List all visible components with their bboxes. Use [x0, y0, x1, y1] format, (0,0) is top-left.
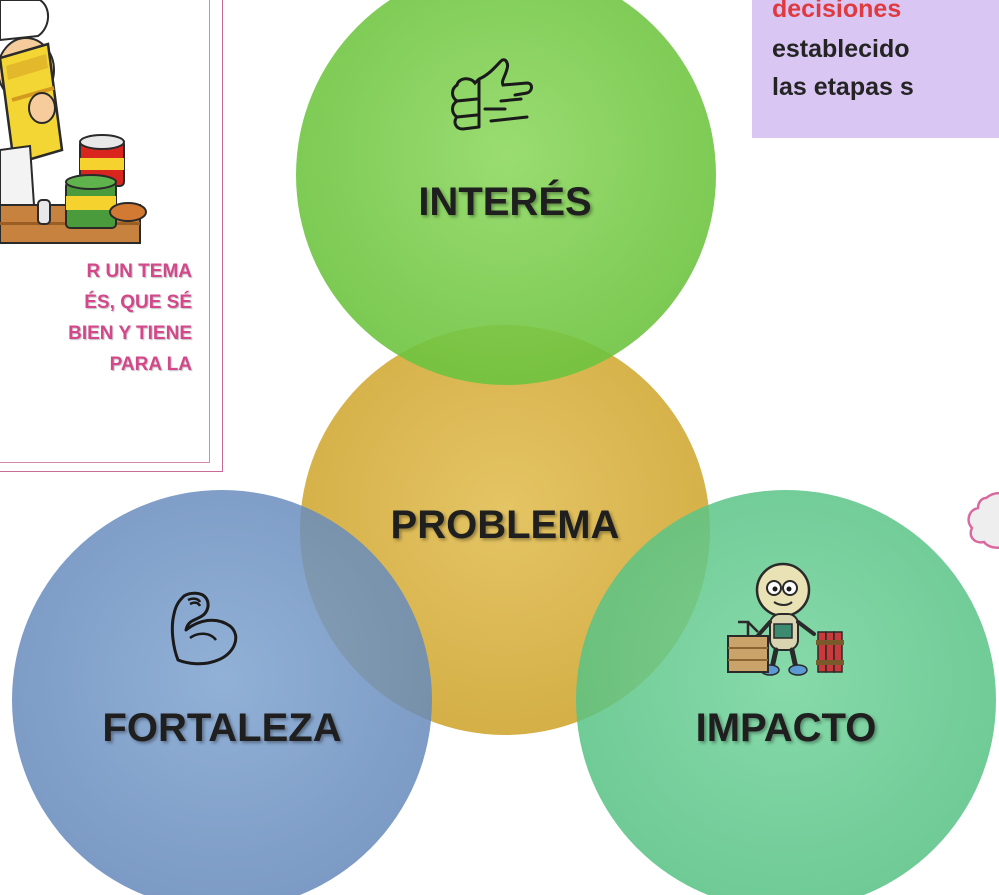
flexed-arm-icon: [170, 591, 238, 666]
purple-text-line-3: las etapas s: [772, 73, 914, 101]
label-impacto: IMPACTO: [695, 706, 877, 750]
cloud-shape: [967, 491, 999, 549]
circle-interes: [296, 0, 716, 385]
left-text-line-2: ÉS, QUE SÉ: [84, 292, 192, 313]
purple-text-line-2: establecido: [772, 35, 910, 63]
left-text-line-3: BIEN Y TIENE: [68, 323, 192, 344]
purple-text-box: [752, 0, 999, 138]
purple-box-text: decisiones establecido las etapas s: [772, 0, 914, 106]
left-text-line-4: PARA LA: [109, 354, 192, 375]
purple-text-line-1: decisiones: [772, 0, 902, 23]
label-fortaleza: FORTALEZA: [102, 706, 342, 750]
circle-impacto: [576, 490, 996, 895]
thumbs-up-icon: [451, 58, 533, 131]
left-description-text: R UN TEMA ÉS, QUE SÉ BIEN Y TIENE PARA L…: [0, 256, 192, 380]
circle-fortaleza: [12, 490, 432, 895]
cartoon-worker-icon: [727, 562, 844, 676]
label-interes: INTERÉS: [418, 180, 592, 224]
left-text-box-inner-border: [0, 0, 210, 463]
label-problema: PROBLEMA: [390, 503, 620, 547]
left-text-line-1: R UN TEMA: [86, 261, 192, 282]
chef-reading-icon: [0, 0, 147, 244]
